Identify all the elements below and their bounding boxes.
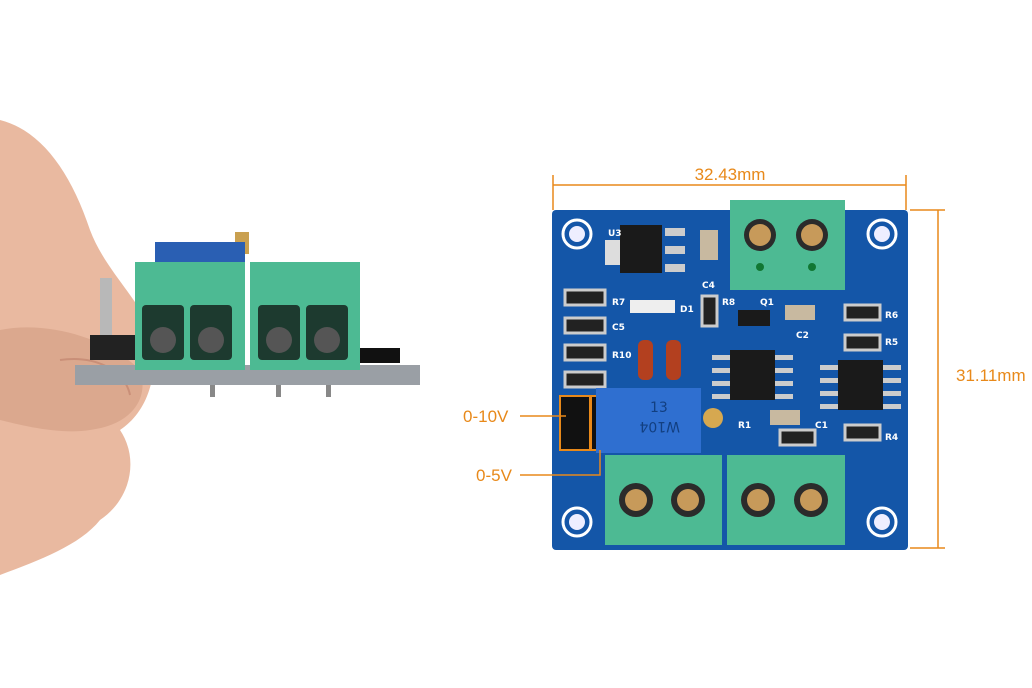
silk-label: R8 <box>722 298 735 308</box>
silk-label: R4 <box>885 433 898 443</box>
silk-label: R6 <box>885 311 898 321</box>
module-side-view <box>75 232 420 397</box>
silk-label: R7 <box>612 298 625 308</box>
mounting-holes <box>561 218 898 538</box>
silk-label: C4 <box>702 281 715 291</box>
silk-label: C1 <box>815 421 828 431</box>
silk-label: R5 <box>885 338 898 348</box>
width-dimension: 32.43mm <box>695 165 766 184</box>
silk-label: Q1 <box>760 298 774 308</box>
potentiometer <box>596 388 701 453</box>
dimension-lines <box>520 175 945 549</box>
module-top-view: U3 C4 R7 D1 R8 Q1 C5 R10 R6 C2 R5 R1 C1 … <box>552 200 908 550</box>
jumper-0-10v <box>560 396 590 450</box>
silk-label: D1 <box>680 305 694 315</box>
jumper-label-0-10v: 0-10V <box>463 407 509 426</box>
terminal-block-top <box>730 200 845 290</box>
pot-marking: W104 <box>639 418 680 434</box>
silk-label: R10 <box>612 351 631 361</box>
jumper-label-0-5v: 0-5V <box>476 466 513 485</box>
silk-label: R1 <box>738 421 751 431</box>
terminal-block-bottom-right <box>727 455 845 545</box>
silk-label: U3 <box>608 229 622 239</box>
pot-marking: 13 <box>650 400 668 416</box>
silk-label: C5 <box>612 323 625 333</box>
silk-label: C2 <box>796 331 809 341</box>
terminal-block-bottom-left <box>605 455 722 545</box>
height-dimension: 31.11mm <box>956 366 1026 385</box>
